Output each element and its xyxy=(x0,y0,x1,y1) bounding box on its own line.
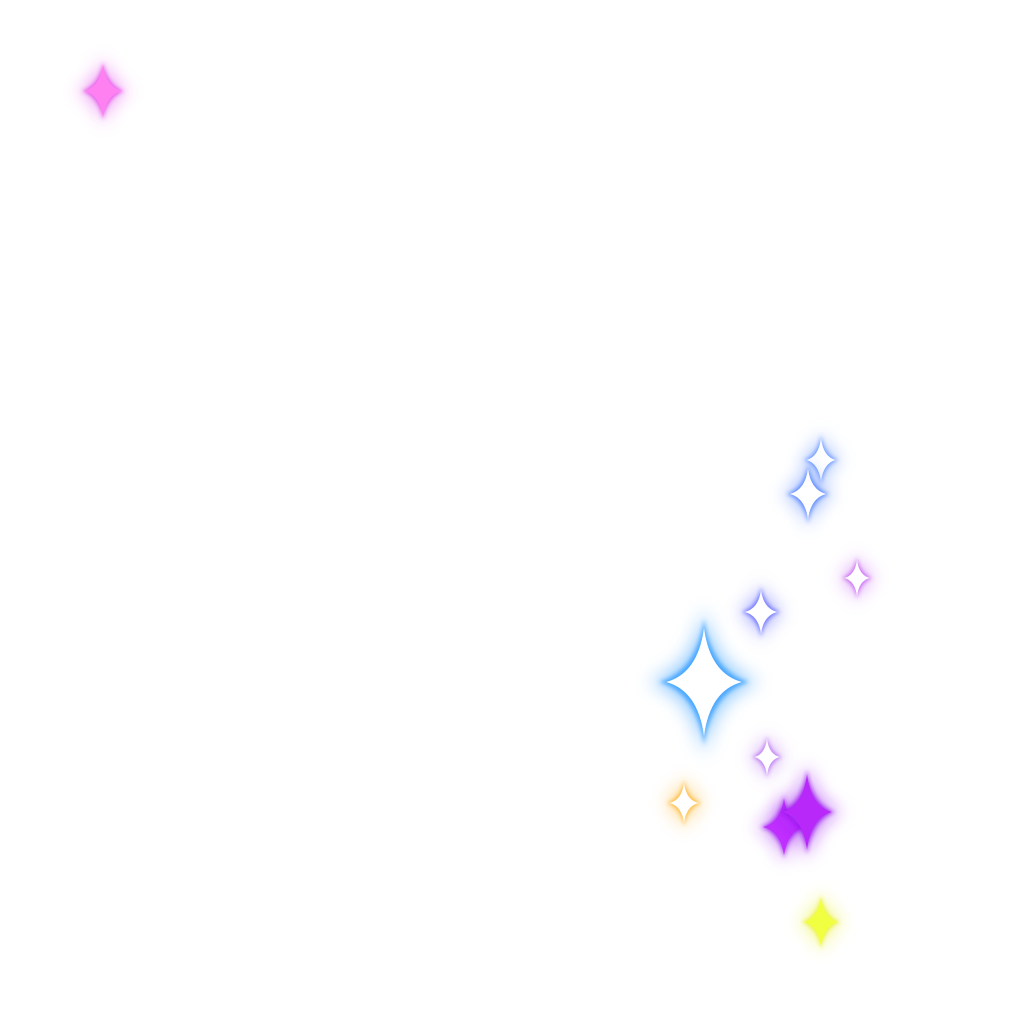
sparkle-yellow-bottom-core xyxy=(803,897,839,947)
sparkle-violet-small-icon xyxy=(838,553,876,603)
sparkle-magenta-right-icon xyxy=(771,762,843,862)
sparkle-blue-upper-icon xyxy=(799,430,843,490)
sparkle-pink-top-left-core xyxy=(84,64,122,118)
sparkle-indigo-small-core xyxy=(744,590,778,634)
sparkle-magenta-left-core xyxy=(763,798,805,856)
sparkle-blue-upper-core xyxy=(806,438,836,482)
sparkle-blue-lower-icon xyxy=(781,459,835,529)
sparkle-magenta-right-core xyxy=(782,774,832,850)
sparkle-lavender-small-core xyxy=(754,739,780,775)
sparkle-lavender-small-icon xyxy=(748,732,786,782)
sparkle-gold-small-icon xyxy=(662,775,706,831)
sparkle-cyan-large-icon xyxy=(647,607,761,757)
sparkle-gold-small-core xyxy=(669,783,699,823)
sparkle-blue-lower-core xyxy=(790,468,826,520)
sparkle-violet-small-core xyxy=(844,560,870,596)
sparkle-yellow-bottom-icon xyxy=(796,889,846,955)
sparkle-cyan-large-core xyxy=(666,628,742,736)
sparkle-indigo-small-icon xyxy=(736,582,786,642)
sparkle-magenta-left-icon xyxy=(754,789,814,865)
sparkle-pink-top-left-icon xyxy=(76,56,130,126)
